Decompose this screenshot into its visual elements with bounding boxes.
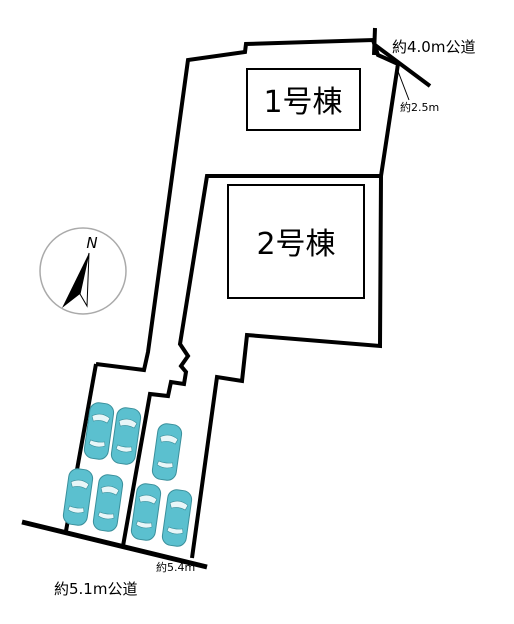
south-road-line <box>21 519 208 570</box>
north-road-label: 約4.0m公道 <box>392 38 475 56</box>
parked-car-icon <box>62 468 94 526</box>
car-body <box>130 483 162 541</box>
car-rear-window <box>97 511 115 520</box>
building-1-rect <box>246 68 361 131</box>
north-access-leader <box>395 65 410 101</box>
car-windshield <box>118 418 138 429</box>
car-windshield <box>91 413 111 424</box>
car-rear-window <box>135 520 153 529</box>
compass-needle-icon <box>62 253 89 308</box>
north-access-width-label: 約2.5m <box>400 100 439 114</box>
lot-1-boundary <box>95 37 401 547</box>
building-1-label: 1号棟 <box>263 85 342 120</box>
south-access-width-label: 約5.4m <box>156 560 195 574</box>
car-windshield <box>159 434 179 445</box>
parked-car-icon <box>110 407 142 465</box>
compass-needle-outline <box>79 252 90 308</box>
north-arrow-compass: N <box>39 227 127 315</box>
building-2-rect <box>227 184 365 299</box>
car-windshield <box>100 485 120 496</box>
south-road-label: 約5.1m公道 <box>54 580 137 598</box>
car-rear-window <box>88 439 106 448</box>
parked-car-icon <box>161 489 193 547</box>
parked-car-icon <box>151 423 183 481</box>
car-rear-window <box>115 444 133 453</box>
car-body <box>92 474 124 532</box>
parked-car-icon <box>92 474 124 532</box>
north-road-line-diagonal <box>373 43 432 88</box>
compass-north-label: N <box>86 234 97 252</box>
building-2-label: 2号棟 <box>256 227 335 262</box>
car-body <box>161 489 193 547</box>
parking-cars <box>62 402 193 547</box>
car-windshield <box>138 494 158 505</box>
car-body <box>151 423 183 481</box>
car-rear-window <box>156 460 174 469</box>
parked-car-icon <box>130 483 162 541</box>
car-windshield <box>169 500 189 511</box>
parked-car-icon <box>83 402 115 460</box>
lot-2-boundary <box>190 175 383 559</box>
car-rear-window <box>166 526 184 535</box>
car-windshield <box>70 479 90 490</box>
car-rear-window <box>67 505 85 514</box>
car-body <box>62 468 94 526</box>
